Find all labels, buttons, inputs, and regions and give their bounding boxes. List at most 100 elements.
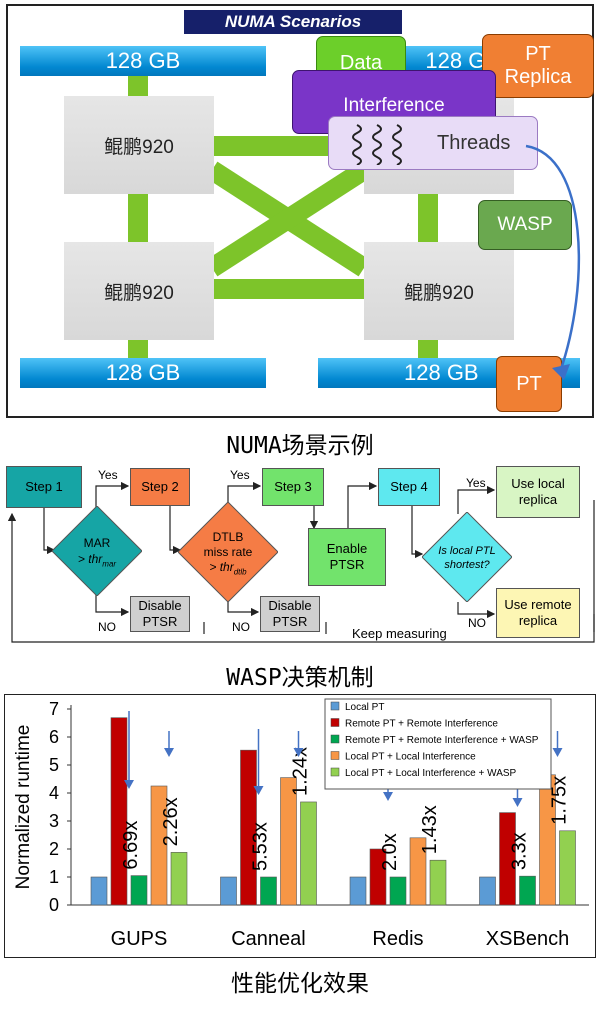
yes-label-1: Yes	[98, 468, 118, 482]
legend-label: Local PT + Local Interference + WASP	[345, 768, 517, 779]
speedup-arrowhead	[512, 798, 523, 807]
no-label-2: NO	[232, 620, 250, 634]
use-local-replica-box: Use local replica	[496, 466, 580, 518]
legend-swatch	[330, 718, 340, 727]
disable-ptsr-box-2: Disable PTSR	[260, 596, 320, 632]
keep-measuring-label: Keep measuring	[352, 626, 447, 641]
bar-canneal-series1	[220, 876, 237, 906]
speedup-arrowhead	[253, 786, 264, 795]
bar-gups-series5	[170, 852, 188, 906]
bar-redis-series4	[409, 837, 427, 906]
use-remote-replica-box: Use remote replica	[496, 588, 580, 638]
legend-swatch	[330, 767, 340, 777]
threads-label: Threads	[437, 131, 511, 154]
bar-gups-series3	[130, 875, 148, 906]
y-tick-label: 5	[49, 755, 59, 775]
pt-replica-label: PT Replica	[504, 43, 572, 88]
enable-ptsr-box: Enable PTSR	[308, 528, 386, 586]
mar-text: MAR > thrmar	[52, 536, 142, 569]
caption-performance: 性能优化效果	[231, 971, 369, 997]
step4-box: Step 4	[378, 468, 440, 506]
speedup-label: 5.53x	[250, 822, 272, 871]
ptl-line2: shortest?	[444, 559, 490, 572]
memory-bar-bottom-left: 128 GB	[20, 358, 266, 388]
pt-label: PT	[516, 372, 542, 395]
ptl-diamond	[422, 512, 512, 602]
speedup-label: 1.75x	[549, 776, 571, 825]
bar-xsbench-series2	[499, 812, 516, 906]
dtlb-sub: dtlb	[233, 567, 247, 577]
ptl-line1: Is local PTL	[438, 545, 496, 557]
caption-wasp: WASP决策机制	[226, 665, 374, 691]
no-label-1: NO	[98, 620, 116, 634]
bar-redis-series1	[349, 876, 367, 906]
mar-line1: MAR	[83, 536, 111, 550]
y-tick-label: 0	[49, 895, 59, 915]
thread-squiggle-icon	[352, 124, 402, 165]
threads-box: Threads	[328, 116, 538, 170]
step2-box: Step 2	[130, 468, 190, 506]
chip-top-left: 鲲鹏920	[64, 96, 214, 194]
y-tick-label: 6	[49, 727, 59, 747]
y-axis-label: Normalized runtime	[13, 725, 34, 890]
bar-canneal-series3	[260, 876, 277, 906]
x-tick-label-redis: Redis	[372, 928, 423, 950]
dtlb-text: DTLB miss rate > thrdtlb	[178, 530, 278, 577]
y-tick-label: 2	[49, 839, 59, 859]
bar-redis-series5	[429, 859, 447, 906]
bar-xsbench-series3	[519, 875, 536, 906]
interconnect-lines	[128, 64, 438, 364]
speedup-arrowhead	[124, 780, 134, 789]
legend-label: Remote PT + Remote Interference	[345, 719, 498, 730]
bar-canneal-series2	[240, 749, 257, 906]
speedup-label: 2.0x	[379, 833, 401, 871]
wasp-box: WASP	[478, 200, 572, 250]
dtlb-diamond	[178, 502, 278, 602]
wasp-flow-panel: Step 1 Step 2 Step 3 Step 4 Yes Yes Yes …	[4, 462, 596, 652]
y-tick-label: 1	[49, 867, 59, 887]
memory-bar-top-left: 128 GB	[20, 46, 266, 76]
speedup-label: 3.3x	[509, 832, 531, 870]
step1-box: Step 1	[6, 466, 82, 508]
numa-scenarios-panel: NUMA Scenarios 128 GB 128 GB 128 GB 128 …	[6, 4, 594, 418]
mar-line2: > thrmar	[77, 551, 117, 568]
pt-box: PT	[496, 356, 562, 412]
disable-ptsr-box-1: Disable PTSR	[130, 596, 190, 632]
caption-numa: NUMA场景示例	[226, 433, 374, 459]
legend-label: Local PT + Local Interference	[345, 752, 476, 763]
step3-box: Step 3	[262, 468, 324, 506]
bar-xsbench-series1	[479, 876, 496, 906]
legend-label: Local PT	[345, 702, 384, 713]
pt-replica-box: PT Replica	[482, 34, 594, 98]
legend-box	[324, 698, 552, 790]
wasp-label: WASP	[497, 214, 553, 235]
y-tick-label: 3	[49, 811, 59, 831]
bar-xsbench-series5	[559, 830, 576, 906]
speedup-arrowhead	[164, 748, 174, 757]
yes-label-3: Yes	[466, 476, 486, 490]
bar-redis-series2	[369, 848, 387, 906]
bar-canneal-series4	[280, 777, 297, 906]
bar-gups-series4	[150, 785, 168, 906]
legend-label: Remote PT + Remote Interference + WASP	[345, 735, 539, 746]
speedup-label: 1.43x	[419, 805, 441, 854]
speedup-label: 6.69x	[120, 821, 142, 870]
legend-swatch	[330, 701, 340, 711]
migration-arrow	[525, 144, 581, 380]
legend-swatch	[330, 734, 340, 744]
no-label-3: NO	[468, 616, 486, 630]
bar-canneal-series5	[300, 801, 317, 906]
speedup-label: 2.26x	[160, 797, 182, 846]
legend-swatch	[330, 751, 340, 760]
speedup-label: 1.24x	[290, 747, 312, 796]
x-tick-label-xsbench: XSBench	[486, 928, 569, 950]
speedup-arrowhead	[293, 748, 304, 757]
x-tick-label-canneal: Canneal	[231, 928, 306, 950]
speedup-arrowhead	[383, 792, 393, 801]
y-tick-label: 7	[49, 699, 59, 719]
dtlb-line2: miss rate	[203, 545, 253, 559]
mar-diamond	[52, 506, 142, 596]
interference-label: Interference	[343, 95, 445, 116]
